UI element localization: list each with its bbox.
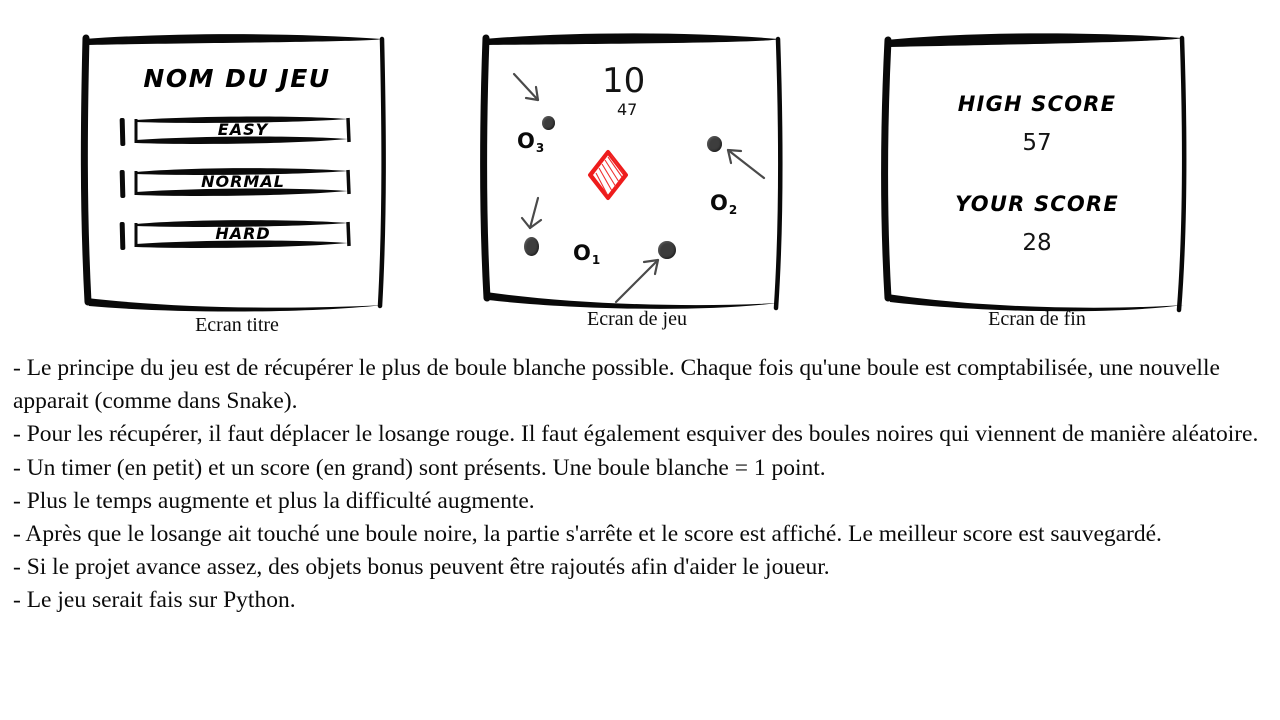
- caption-title-screen: Ecran titre: [195, 314, 279, 336]
- caption-game-screen: Ecran de jeu: [587, 308, 687, 330]
- panel-frame-end: [881, 33, 1187, 313]
- hud-timer-value: 47: [617, 100, 638, 119]
- difficulty-button-hard[interactable]: HARD: [119, 218, 370, 252]
- high-score-value: 57: [1022, 130, 1052, 156]
- button-outline-normal: [134, 168, 351, 196]
- white-ball-label-2: O2: [710, 191, 738, 218]
- description-line: - Plus le temps augmente et plus la diff…: [13, 487, 535, 514]
- white-ball-index: 2: [728, 203, 738, 217]
- mockup-end-screen: HIGH SCORE 57 YOUR SCORE 28 Ecran de fin: [872, 26, 1202, 346]
- white-ball-letter: O: [710, 191, 728, 215]
- mockup-title-screen: NOM DU JEU EASY: [72, 26, 402, 346]
- white-ball-index: 1: [591, 253, 601, 267]
- hud-score-value: 10: [602, 61, 646, 101]
- enemy-black-ball: [524, 237, 539, 256]
- button-outline-easy: [134, 116, 351, 144]
- selector-tick-icon: [119, 117, 126, 147]
- difficulty-button-normal[interactable]: NORMAL: [119, 166, 370, 200]
- white-ball-letter: O: [517, 129, 535, 153]
- difficulty-menu: EASY NORMAL: [119, 114, 370, 270]
- game-screen-content: 10 47: [472, 26, 802, 311]
- caption-end-screen: Ecran de fin: [988, 308, 1086, 330]
- high-score-heading: HIGH SCORE: [957, 92, 1117, 116]
- title-screen-content: NOM DU JEU EASY: [72, 26, 402, 311]
- description-line: - Après que le losange ait touché une bo…: [13, 521, 1162, 548]
- your-score-heading: YOUR SCORE: [955, 192, 1119, 216]
- description-line: - Le jeu serait fais sur Python.: [13, 587, 296, 614]
- mockup-row: NOM DU JEU EASY: [0, 26, 1280, 346]
- enemy-arrow-icon: [512, 72, 540, 102]
- description-line: - Si le projet avance assez, des objets …: [13, 554, 830, 581]
- button-outline-hard: [134, 220, 351, 248]
- difficulty-label-easy: EASY: [217, 120, 269, 139]
- description-line: - Pour les récupérer, il faut déplacer l…: [13, 421, 1259, 448]
- panel-frame-title: [80, 34, 386, 312]
- white-ball-label-3: O3: [517, 129, 545, 156]
- description-line: - Un timer (en petit) et un score (en gr…: [13, 454, 826, 481]
- mockup-game-screen: 10 47: [472, 26, 802, 346]
- selector-tick-icon: [119, 221, 126, 251]
- white-ball-index: 3: [535, 141, 545, 155]
- enemy-black-ball: [658, 241, 676, 259]
- end-screen-content: HIGH SCORE 57 YOUR SCORE 28: [872, 26, 1202, 311]
- white-ball-letter: O: [573, 241, 591, 265]
- description-block: - Le principe du jeu est de récupérer le…: [13, 352, 1271, 618]
- your-score-value: 28: [1022, 230, 1052, 256]
- enemy-black-ball: [542, 116, 555, 130]
- panel-frame-game: [480, 33, 783, 311]
- enemy-arrow-icon: [726, 148, 766, 180]
- difficulty-label-normal: NORMAL: [201, 172, 285, 191]
- player-red-diamond-icon: [588, 150, 628, 200]
- white-ball-label-1: O1: [573, 241, 601, 268]
- selector-tick-icon: [119, 169, 126, 199]
- difficulty-label-hard: HARD: [215, 224, 271, 243]
- enemy-arrow-icon: [614, 258, 660, 304]
- difficulty-button-easy[interactable]: EASY: [119, 114, 370, 148]
- description-line: - Le principe du jeu est de récupérer le…: [13, 355, 1220, 415]
- enemy-arrow-icon: [520, 196, 543, 230]
- enemy-black-ball: [707, 136, 722, 152]
- game-title: NOM DU JEU: [143, 64, 331, 93]
